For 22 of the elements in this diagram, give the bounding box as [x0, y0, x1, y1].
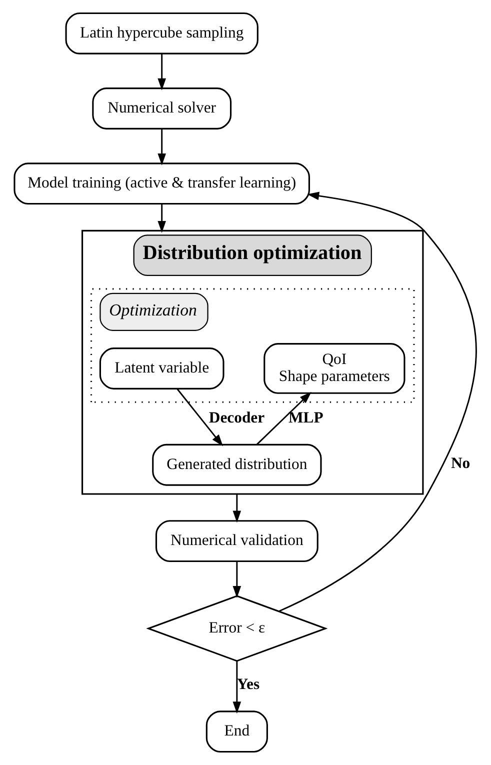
edge-label: No — [450, 454, 470, 472]
edge-label: Decoder — [208, 410, 265, 427]
edge-label: Yes — [236, 676, 260, 694]
arrow — [176, 388, 223, 446]
node-box: Numerical solver — [92, 88, 232, 130]
edge-label: MLP — [288, 410, 324, 427]
node-box: Latin hypercube sampling — [65, 12, 258, 54]
node-box: Numerical validation — [155, 520, 318, 562]
node-box: Latent variable — [99, 348, 224, 390]
arrow — [278, 192, 477, 612]
arrow — [232, 494, 242, 523]
arrow — [232, 662, 242, 714]
arrow — [232, 562, 242, 598]
node-box: Generated distribution — [152, 444, 322, 486]
arrow — [256, 392, 312, 445]
node-box: QoI Shape parameters — [264, 343, 406, 394]
arrow — [158, 204, 166, 233]
node-box: End — [206, 710, 268, 753]
arrow — [158, 54, 166, 90]
node-diamond: Error < ε — [146, 595, 328, 662]
node-box: Model training (active & transfer learning) — [14, 162, 310, 205]
arrow — [158, 128, 166, 166]
